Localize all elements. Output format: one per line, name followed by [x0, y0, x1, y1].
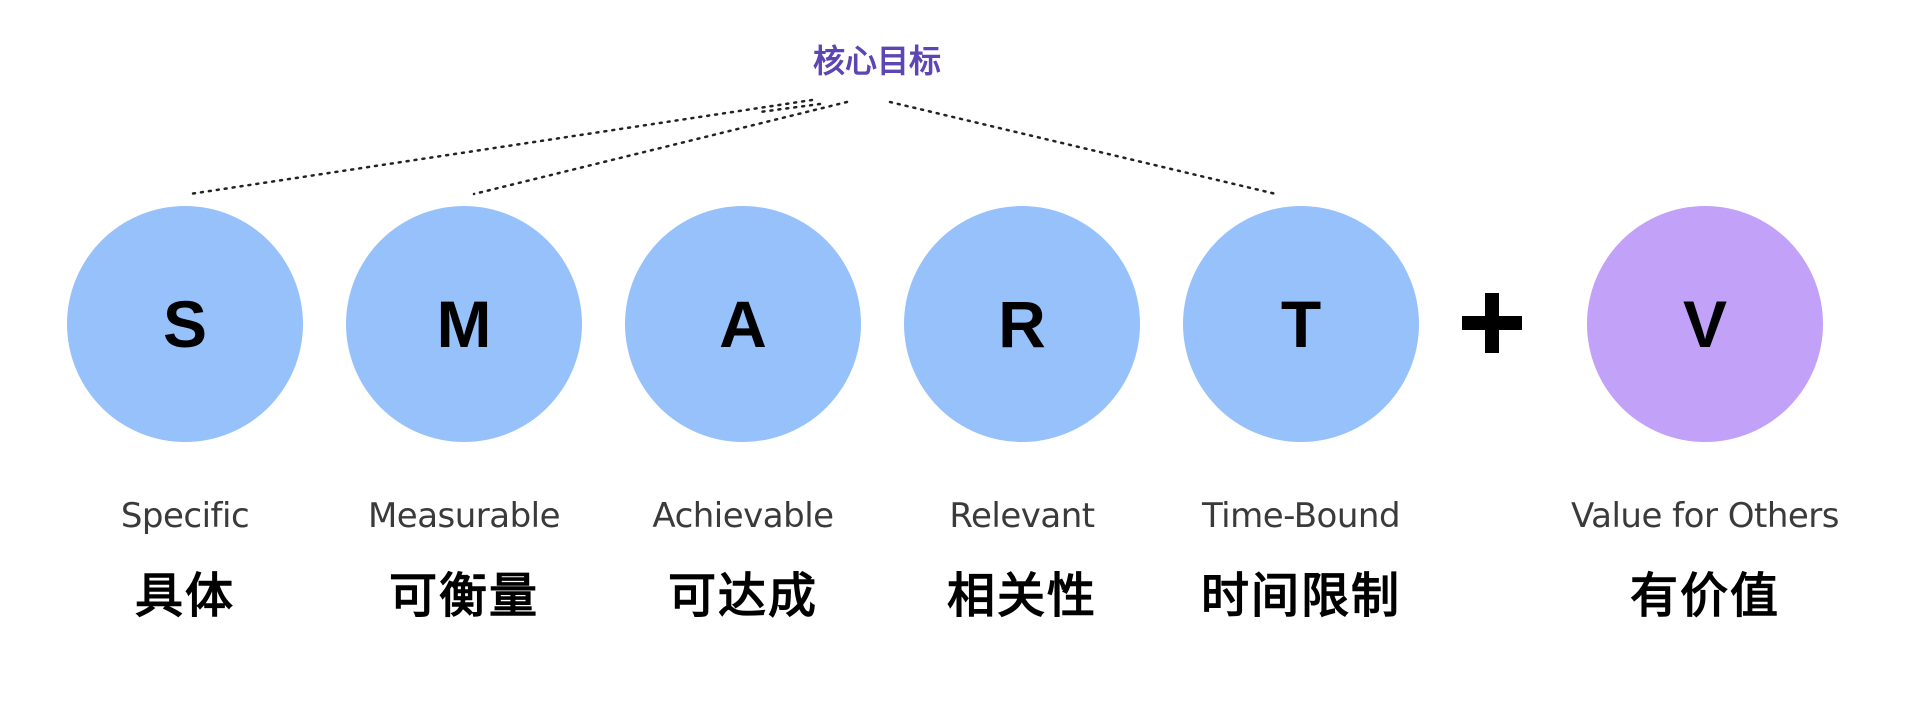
label-zh-time-bound: 时间限制: [1200, 568, 1401, 624]
plus-icon-vertical-bar: [1485, 293, 1499, 353]
circle-r: R: [904, 206, 1140, 442]
label-zh-relevant: 相关性: [946, 568, 1097, 624]
circle-s: S: [67, 206, 303, 442]
circle-a: A: [625, 206, 861, 442]
label-en-value-for-others: Value for Others: [1571, 496, 1839, 536]
plus-icon: [1462, 287, 1532, 361]
label-en-achievable: Achievable: [652, 496, 834, 536]
circle-letter-t: T: [1280, 287, 1322, 361]
connector-line-m-inner: [758, 102, 822, 114]
circle-m: M: [346, 206, 582, 442]
label-en-relevant: Relevant: [949, 496, 1095, 536]
circle-letter-a: A: [719, 287, 767, 361]
circle-letter-s: S: [162, 287, 208, 361]
connector-line-s: [188, 98, 814, 196]
label-zh-measurable: 可衡量: [388, 568, 539, 624]
core-goal-label: 核心目标: [812, 42, 941, 80]
label-zh-value-for-others: 有价值: [1629, 568, 1780, 624]
circle-v: V: [1587, 206, 1823, 442]
circle-letter-v: V: [1682, 287, 1728, 361]
label-en-measurable: Measurable: [367, 496, 561, 536]
connector-line-t: [888, 100, 1278, 196]
circle-t: T: [1183, 206, 1419, 442]
label-zh-specific: 具体: [134, 568, 235, 624]
circle-letter-r: R: [998, 287, 1046, 361]
connector-line-m: [472, 100, 849, 196]
label-en-specific: Specific: [120, 496, 250, 536]
label-zh-achievable: 可达成: [667, 568, 818, 624]
label-en-time-bound: Time-Bound: [1201, 496, 1401, 536]
circle-letter-m: M: [436, 287, 492, 361]
